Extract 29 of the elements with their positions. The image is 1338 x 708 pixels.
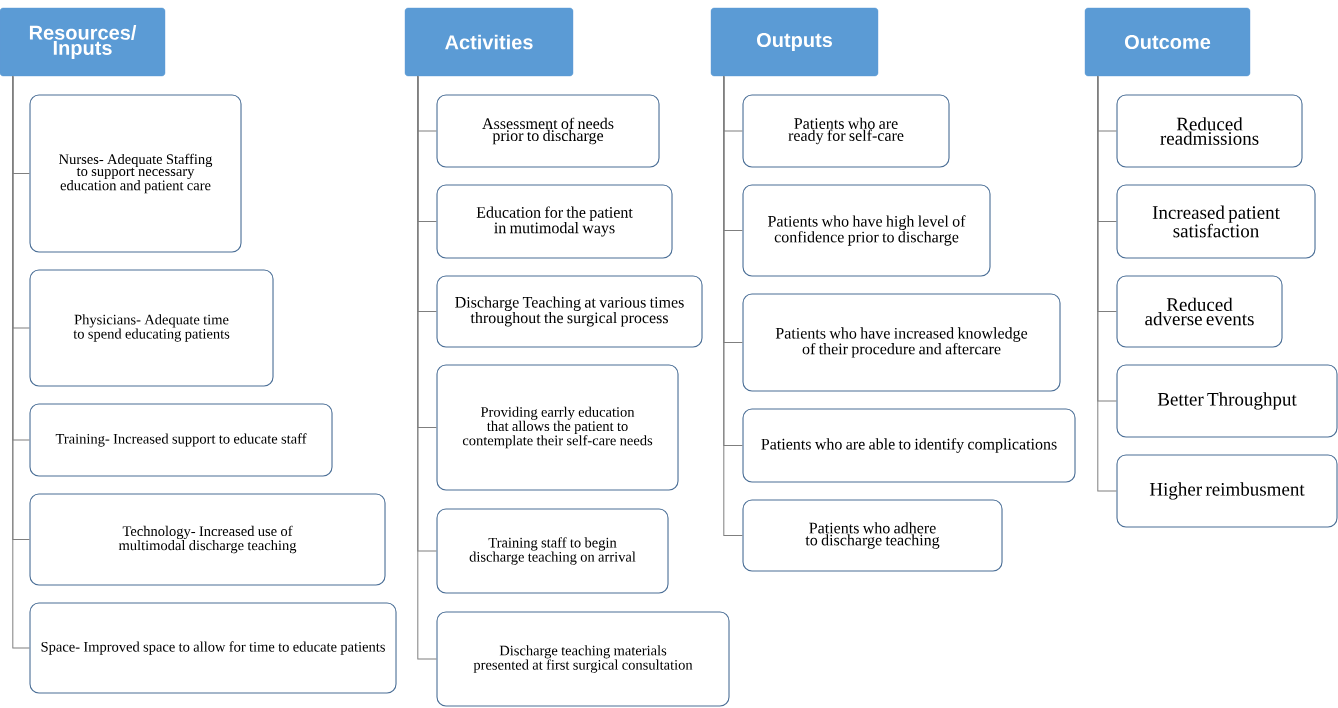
text-box: Patients who have high level of confidence prior to discharge: [742, 184, 991, 277]
text-box: Higher reimbusment: [1116, 454, 1338, 528]
text-box: Nurses- Adequate Staffing to support necessary education and patient care: [29, 94, 242, 253]
column-header: Outputs: [710, 7, 879, 77]
text-box: Patients who have increased knowledge of their procedure and aftercare: [742, 293, 1061, 392]
text-box: Technology- Increased use of multimodal discharge teaching: [29, 493, 386, 586]
text-box: Reduced readmissions: [1116, 94, 1303, 168]
connector: [12, 75, 30, 649]
text-box: Providing earrly education that allows the patient to contemplate their self-care needs: [436, 364, 679, 491]
text-box: Space- Improved space to allow for time to educate patients: [29, 602, 397, 694]
text-box: Increased patient satisfaction: [1116, 184, 1316, 259]
text-box: Training staff to begin discharge teaching on arrival: [436, 508, 669, 594]
column-header: Activities: [404, 7, 574, 77]
column-header: Outcome: [1084, 7, 1251, 77]
text-box: Patients who are ready for self-care: [742, 94, 950, 168]
text-box: Patients who are able to identify complications: [742, 408, 1076, 483]
text-box: Physicians- Adequate time to spend educating patients: [29, 269, 274, 387]
text-box: Patients who adhere to discharge teaching: [742, 499, 1003, 572]
column-header: Resources/ Inputs: [0, 7, 166, 77]
text-box: Assessment of needs prior to discharge: [436, 94, 660, 168]
text-box: Better Throughput: [1116, 364, 1338, 438]
connector: [1097, 75, 1117, 492]
connector: [417, 75, 437, 660]
text-box: Education for the patient in mutimodal ways: [436, 184, 673, 259]
text-box: Discharge Teaching at various times throughout the surgical process: [436, 275, 703, 348]
connector: [723, 75, 743, 536]
text-box: Reduced adverse events: [1116, 275, 1283, 348]
text-box: Training- Increased support to educate staff: [29, 403, 333, 477]
text-box: Discharge teaching materials presented at first surgical consultation: [436, 611, 730, 707]
